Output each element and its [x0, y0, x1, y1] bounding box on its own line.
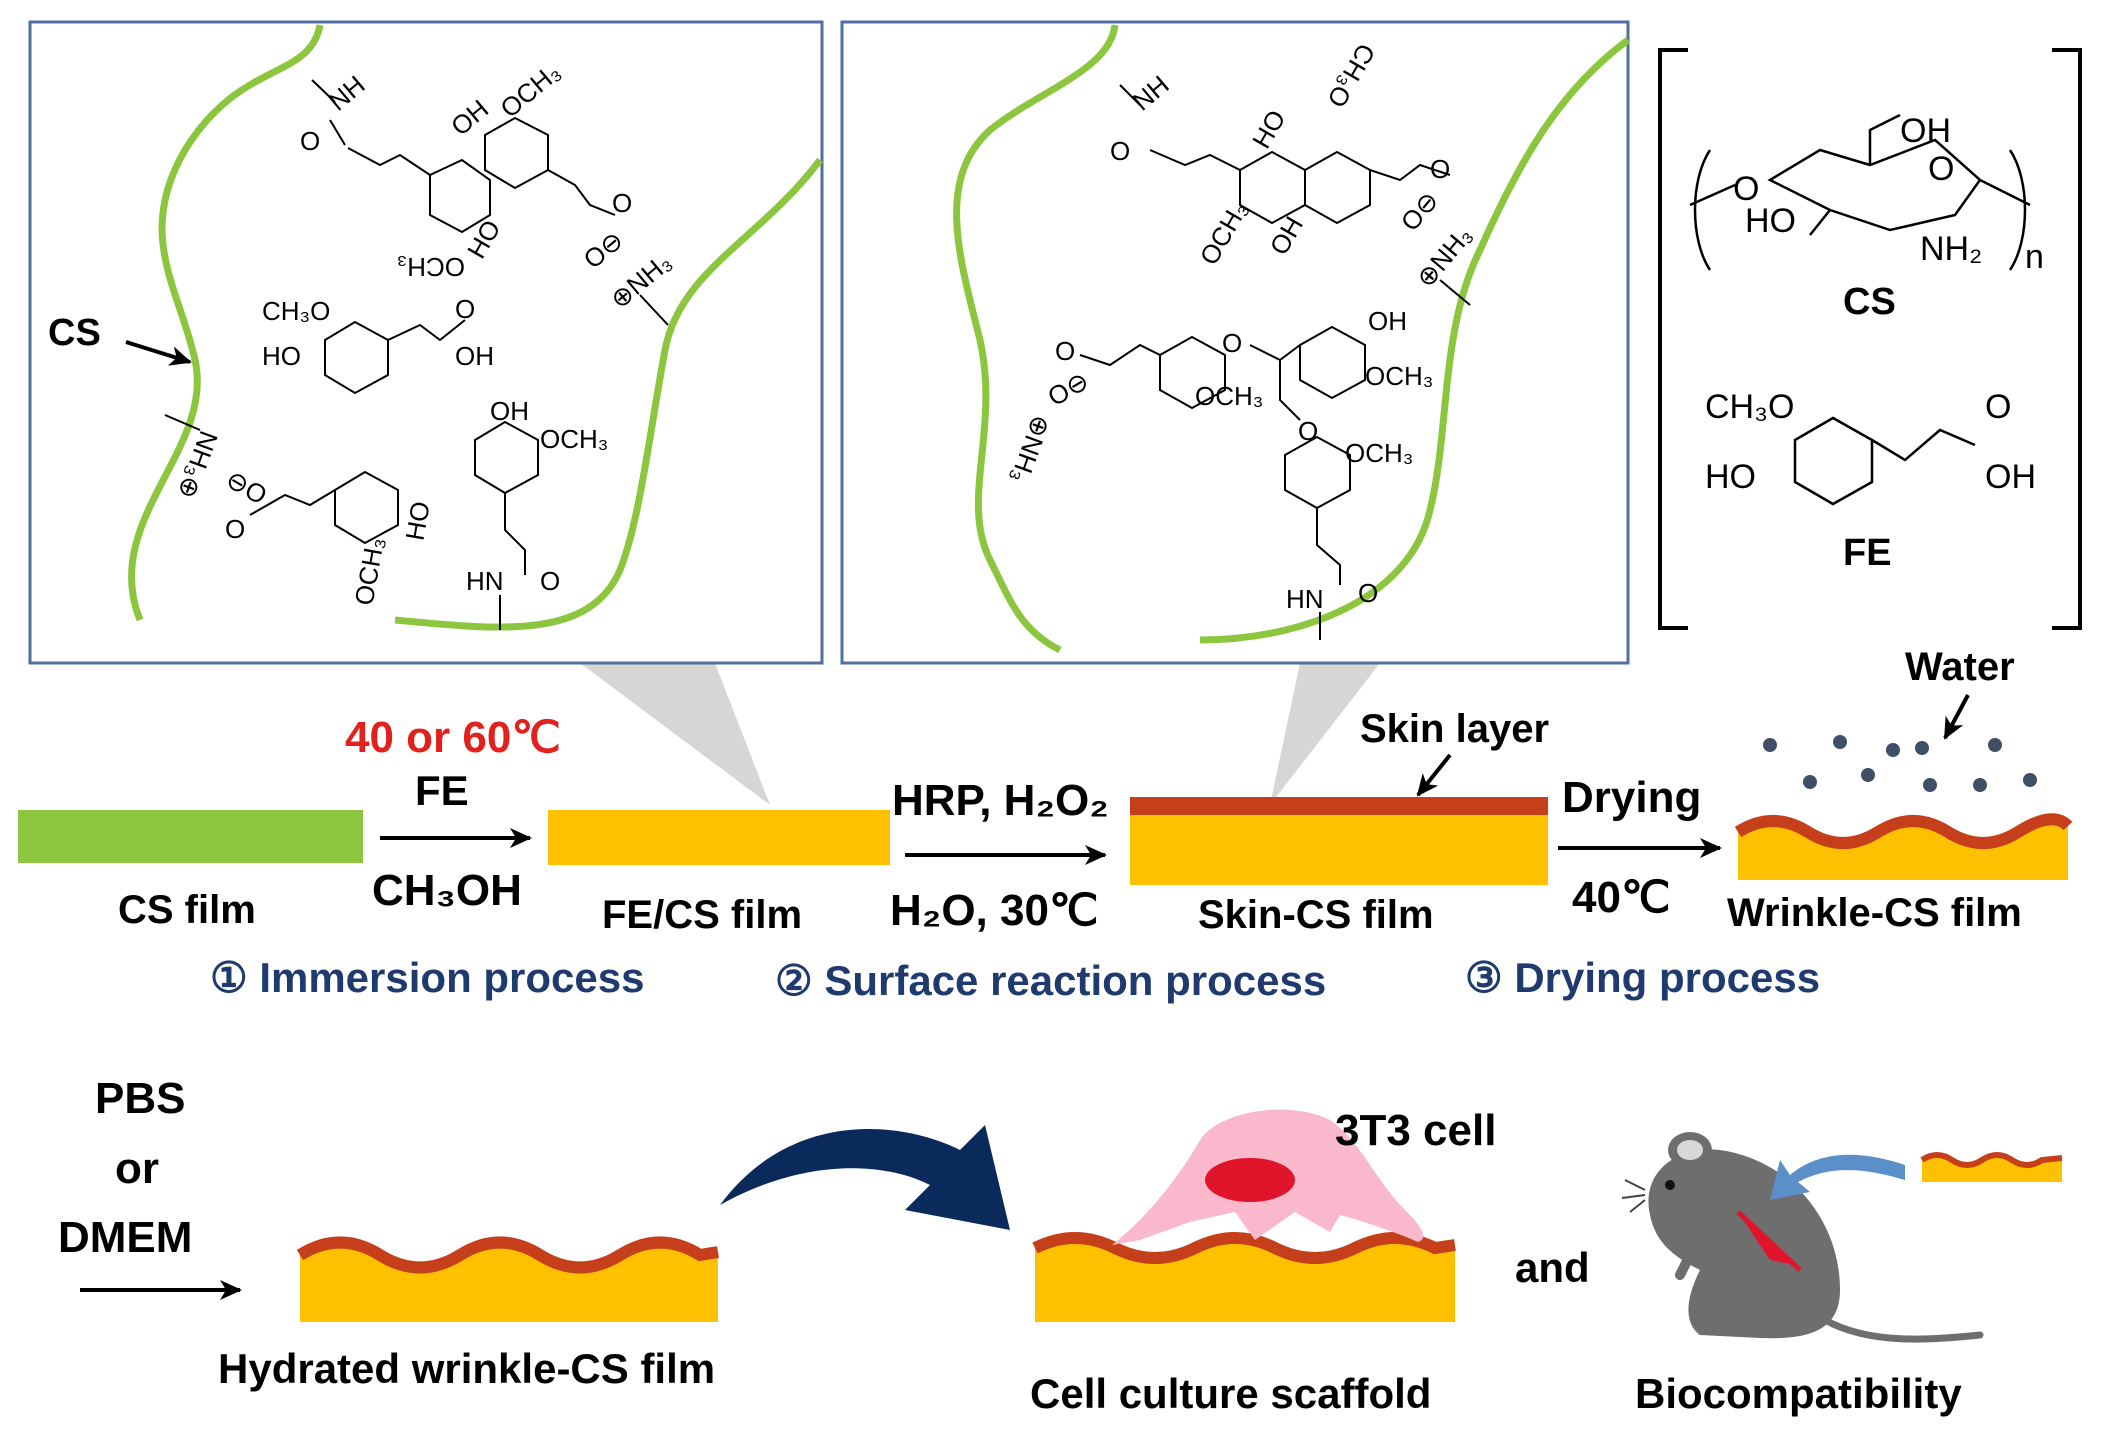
chem-ho-c: HO: [262, 341, 301, 371]
cs-chain-middle: [953, 24, 1119, 654]
middle-structure-panel: NH O HO CH₃O OCH₃ OH O O⊖ ⊕NH₃ O O⊖ ⊕NH₃…: [840, 20, 1631, 665]
step-surface-reaction: ② Surface reaction process: [775, 957, 1326, 1004]
chem-mid-och3-c: OCH₃: [1195, 381, 1263, 411]
chem-o-b: O: [612, 188, 632, 218]
chem-ho-d: HO: [399, 499, 435, 543]
chem-hn-e: HN: [466, 566, 504, 596]
chem-o-a: O: [300, 126, 320, 156]
cs-chain-left-2: [394, 157, 823, 631]
skin-cs-film-label: Skin-CS film: [1198, 893, 1434, 937]
chem-mid-och3-g: OCH₃: [1345, 438, 1413, 468]
legend-bracket-left: [1658, 48, 1688, 630]
small-implant-film-skin: [1920, 1152, 2063, 1168]
hrp-reagent: HRP, H₂O₂: [892, 776, 1109, 825]
cs-chain-label: CS: [48, 312, 101, 354]
step-drying: ③ Drying process: [1465, 954, 1820, 1001]
legend-fe-label: FE: [1843, 532, 1892, 574]
fecs-film-label: FE/CS film: [602, 893, 802, 937]
chem-mid-o-b: O: [1430, 154, 1450, 184]
legend-cs-oh: OH: [1900, 112, 1951, 150]
water-arrow: [1943, 694, 1970, 740]
skin-layer-arrow: [1416, 753, 1452, 797]
3t3-cell-nucleus: [1205, 1158, 1295, 1202]
curved-arrow-navy: [720, 1125, 1010, 1230]
scaffold-film-skin: [1032, 1232, 1456, 1264]
cs-chain-left: [128, 24, 324, 622]
chem-mid-o-g: O: [1358, 578, 1378, 608]
pbs-label: PBS: [95, 1074, 185, 1123]
dmem-label: DMEM: [58, 1213, 192, 1262]
fe-reagent: FE: [415, 767, 469, 814]
chem-mid-o-link: O: [1222, 328, 1242, 358]
legend-fe-ch3o: CH₃O: [1705, 388, 1794, 426]
scaffold-label: Cell culture scaffold: [1030, 1370, 1431, 1417]
hydrated-film-label: Hydrated wrinkle-CS film: [218, 1345, 715, 1392]
skin-layer-bar: [1130, 797, 1548, 815]
cs-chain-middle-2: [1199, 37, 1631, 644]
cs-film-label: CS film: [118, 888, 256, 932]
legend-cs-label: CS: [1843, 281, 1896, 323]
legend-fe-ho: HO: [1705, 458, 1756, 496]
legend-cs-nh2: NH₂: [1920, 230, 1982, 268]
zoom-wedge-middle: [1270, 663, 1380, 805]
mouse-icon: [1621, 1132, 1984, 1343]
cs-film-bar: [18, 810, 363, 863]
wrinkle-film-skin: [1734, 813, 2073, 849]
small-implant-film-body: [1922, 1155, 2062, 1182]
hydrated-film-skin: [296, 1236, 719, 1274]
drying-temp: 40℃: [1572, 873, 1670, 922]
chem-mid-och3-f: OCH₃: [1365, 361, 1433, 391]
chem-mid-oh-f: OH: [1368, 306, 1407, 336]
chem-oh-e: OH: [490, 396, 529, 426]
legend-cs-ho: HO: [1745, 202, 1796, 240]
temp-condition: 40 or 60℃: [345, 713, 561, 762]
legend-fe-oh: OH: [1985, 458, 2036, 496]
legend-cs-o-ring: O: [1928, 150, 1954, 188]
wrinkle-cs-film-label: Wrinkle-CS film: [1727, 891, 2022, 935]
legend-cs-n: n: [2025, 238, 2044, 276]
fecs-film-bar: [548, 810, 890, 865]
chem-o-d: O: [225, 514, 245, 544]
chem-och3-a: OCH₃: [397, 252, 465, 282]
water-label: Water: [1905, 645, 2015, 689]
chem-mid-o1: O: [1110, 136, 1130, 166]
legend-bracket-right: [2052, 48, 2082, 630]
ch3oh-solvent: CH₃OH: [372, 866, 522, 915]
step-immersion: ① Immersion process: [210, 954, 644, 1001]
chem-ch3o-c: CH₃O: [262, 296, 330, 326]
3t3-cell-label: 3T3 cell: [1335, 1106, 1496, 1155]
legend-fe-o: O: [1985, 388, 2011, 426]
zoom-wedge-left: [580, 663, 770, 805]
left-structure-panel: NH O OCH₃ HO OH OCH₃ O O⊖ ⊕NH₃ CH₃O HO O…: [28, 20, 824, 665]
water-droplets: [1763, 735, 2037, 792]
legend-cs-o-link: O: [1733, 170, 1759, 208]
bottom-row: PBS or DMEM Hydrated wrinkle-CS film 3T3…: [58, 1074, 2063, 1417]
and-label: and: [1515, 1244, 1590, 1291]
process-row: CS film 40 or 60℃ FE CH₃OH FE/CS film HR…: [18, 645, 2073, 1004]
legend-panel: O OH O HO NH₂ n CS CH₃O HO O OH FE: [1658, 48, 2082, 630]
chem-mid-o-c: O: [1055, 336, 1075, 366]
skin-layer-label: Skin layer: [1360, 707, 1549, 751]
chem-mid-hn-g: HN: [1286, 584, 1324, 614]
hydrated-film-body: [300, 1242, 718, 1322]
drying-label: Drying: [1562, 773, 1701, 822]
h2o-condition: H₂O, 30℃: [890, 886, 1098, 935]
curved-arrow-lightblue: [1770, 1154, 1905, 1200]
or-label: or: [115, 1144, 159, 1193]
chem-o-e: O: [540, 566, 560, 596]
biocompat-label: Biocompatibility: [1635, 1370, 1962, 1417]
chem-oh-c: OH: [455, 341, 494, 371]
cs-chain-arrow: [125, 340, 192, 366]
chem-o-c: O: [455, 294, 475, 324]
wrinkle-film-body: [1738, 819, 2068, 880]
chem-och3-e: OCH₃: [540, 424, 608, 454]
scaffold-film-body: [1035, 1238, 1455, 1322]
